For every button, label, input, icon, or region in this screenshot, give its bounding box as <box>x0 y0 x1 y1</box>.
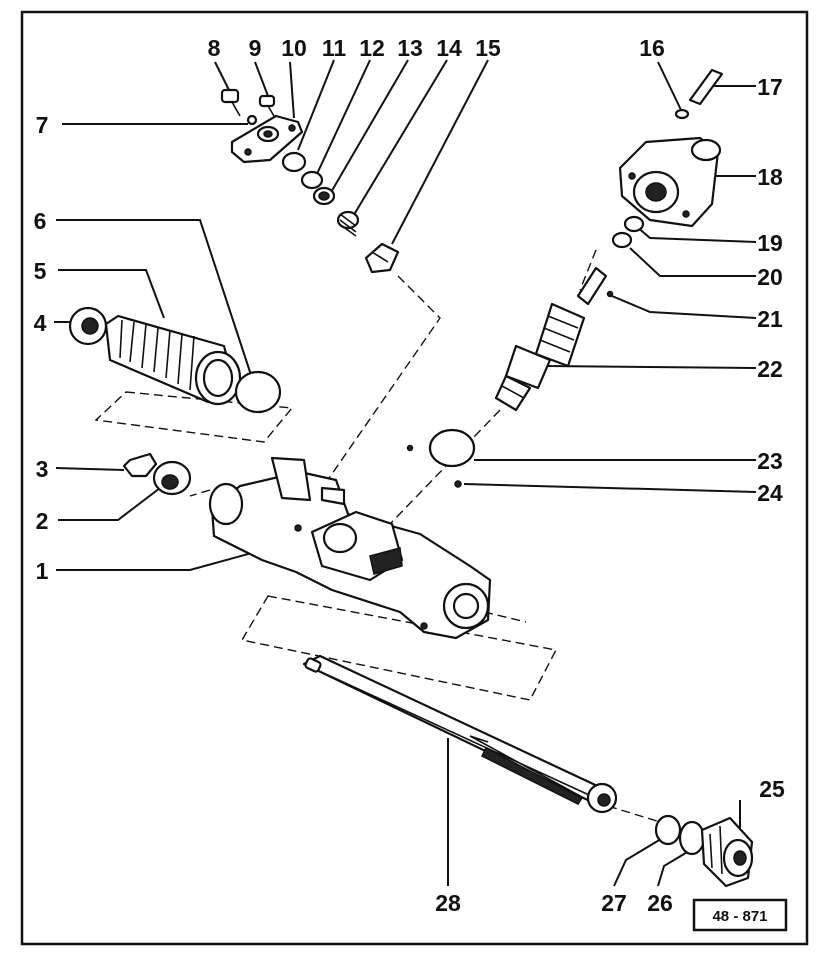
part-screw-9 <box>258 94 276 117</box>
callout-13: 13 <box>397 35 423 61</box>
part-spring-14 <box>336 210 360 237</box>
callout-12: 12 <box>359 35 385 61</box>
callout-10: 10 <box>281 35 307 61</box>
callout-19: 19 <box>757 230 783 256</box>
diagram-frame <box>20 10 809 946</box>
reference-box <box>692 898 788 932</box>
part-pinion-valve-22 <box>494 266 608 412</box>
callout-16: 16 <box>639 35 665 61</box>
callout-numbers: 8 9 10 11 12 13 14 15 16 17 7 18 6 19 5 … <box>34 35 785 916</box>
part-end-bush-25 <box>700 816 754 888</box>
reference-code: 48 - 871 <box>712 908 767 925</box>
callout-27: 27 <box>601 890 627 916</box>
part-seal-19 <box>623 215 645 233</box>
callout-7: 7 <box>36 112 49 138</box>
part-boot-5 <box>104 314 242 406</box>
part-clamp-6 <box>234 370 282 414</box>
part-ball-21 <box>606 290 614 298</box>
callout-3: 3 <box>36 456 49 482</box>
callout-20: 20 <box>757 264 783 290</box>
callout-18: 18 <box>757 164 783 190</box>
callout-2: 2 <box>36 508 49 534</box>
part-valve-housing-18 <box>618 136 722 228</box>
callout-28: 28 <box>435 890 461 916</box>
callout-26: 26 <box>647 890 673 916</box>
callout-14: 14 <box>436 35 462 61</box>
callout-23: 23 <box>757 448 783 474</box>
part-clip-3 <box>122 452 158 478</box>
part-ring-27 <box>654 814 682 846</box>
assembly-guides <box>94 249 661 823</box>
part-plug-13 <box>312 186 336 206</box>
callout-24: 24 <box>757 480 783 506</box>
callout-11: 11 <box>322 35 347 61</box>
callout-15: 15 <box>475 35 501 61</box>
callout-4: 4 <box>34 310 47 336</box>
callout-5: 5 <box>34 258 47 284</box>
part-ring-11 <box>281 151 307 173</box>
callout-22: 22 <box>757 356 783 382</box>
part-small-24 <box>454 480 462 488</box>
part-nut-16 <box>674 108 690 120</box>
part-bushing-2 <box>152 460 192 496</box>
callout-1: 1 <box>36 558 49 584</box>
callout-17: 17 <box>757 74 783 100</box>
part-seal-26 <box>678 820 706 856</box>
part-ring-20 <box>611 231 633 249</box>
callout-6: 6 <box>34 208 47 234</box>
part-small-pin <box>406 444 414 452</box>
part-screw-8 <box>220 88 241 117</box>
part-nut-4 <box>68 306 108 346</box>
part-rack-28 <box>302 654 618 814</box>
part-clip-15 <box>364 242 400 274</box>
part-o-ring-23 <box>428 428 476 468</box>
part-bolt-17 <box>688 68 724 106</box>
callout-8: 8 <box>208 35 221 61</box>
part-ring-12 <box>300 170 324 190</box>
part-washer-7 <box>246 114 258 126</box>
part-cover-plate <box>230 114 304 164</box>
part-rack-housing-1 <box>208 456 492 640</box>
callout-25: 25 <box>759 776 785 802</box>
callout-9: 9 <box>249 35 262 61</box>
callout-21: 21 <box>757 306 783 332</box>
